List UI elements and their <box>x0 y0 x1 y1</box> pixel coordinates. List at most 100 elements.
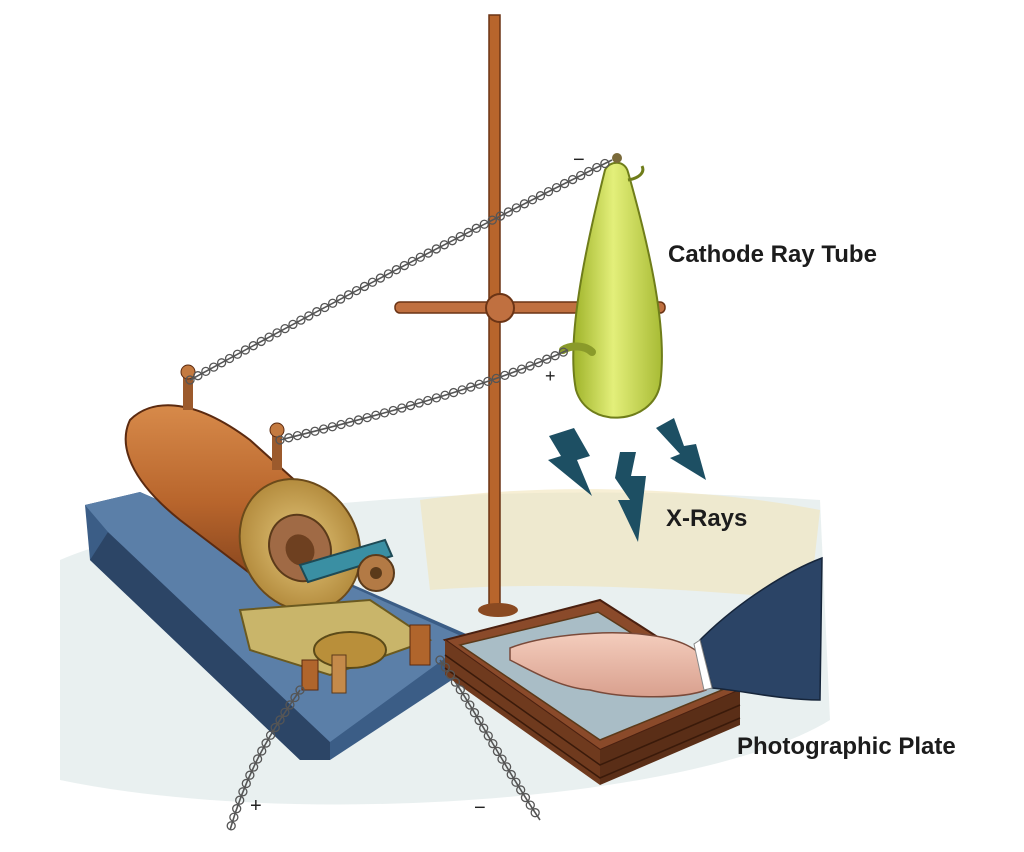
wire-coil-loop <box>371 410 381 420</box>
wire-coil-loop <box>335 294 346 304</box>
wire-coil-loop <box>483 731 493 741</box>
wire-coil-loop <box>550 351 560 361</box>
wire-coil-loop <box>527 195 538 205</box>
wire-coil-loop <box>226 821 236 831</box>
wire-coil-loop <box>229 812 239 822</box>
wire-coil-loop <box>503 207 514 217</box>
wire-coil-loop <box>525 361 535 371</box>
lead-negative-terminal: − <box>474 797 486 819</box>
tube-positive-terminal: + <box>545 366 556 386</box>
tube-negative-terminal: − <box>573 149 585 171</box>
lead-positive-terminal: + <box>250 795 262 817</box>
wire-coil-loop <box>256 336 266 347</box>
wire-coil-loop <box>440 390 450 400</box>
wire-coil-loop <box>457 385 467 395</box>
wire-coil-loop <box>471 223 481 233</box>
wire-coil-loop <box>224 353 235 364</box>
wire-coil-loop <box>431 393 442 403</box>
wire-coil-loop <box>284 433 294 443</box>
wire-coil-loop <box>310 426 320 436</box>
wire-coil-loop <box>275 715 285 725</box>
wire-coil-loop <box>362 412 372 423</box>
wire-coil-loop <box>353 415 364 425</box>
wire-coil-loop <box>275 435 285 445</box>
label-photographic-plate: Photographic Plate <box>737 733 956 760</box>
wire-coil-loop <box>543 186 554 197</box>
wire-coil-loop <box>245 770 255 780</box>
wire-coil-loop <box>519 199 530 209</box>
wire-coil-loop <box>487 215 497 225</box>
wire-coil-loop <box>301 428 311 439</box>
wire-coil-loop <box>383 269 394 279</box>
wire-coil-loop <box>270 722 280 733</box>
wire-coil-loop <box>272 328 282 338</box>
wire-coil-loop <box>241 778 251 789</box>
wire-coil-loop <box>351 285 362 296</box>
wire-coil-loop <box>318 424 329 434</box>
wire-coil-loop <box>439 240 449 250</box>
wire-coil-loop <box>466 382 476 392</box>
wire-coil-loop <box>455 231 465 242</box>
wire-coil-loop <box>558 347 568 357</box>
wire-coil-loop <box>469 708 480 718</box>
wire-coil-loop <box>460 692 470 702</box>
wire-coil-loop <box>445 670 456 680</box>
wire-coil-loop <box>290 692 300 703</box>
wire-coil-loop <box>423 248 433 258</box>
wire-coil-loop <box>530 808 540 818</box>
wire-coil-loop <box>238 787 248 797</box>
wire-coil-loop <box>463 227 473 238</box>
wire-coil-loop <box>327 422 338 432</box>
wire-coil-loop <box>292 430 303 441</box>
wire-coil-loop <box>391 265 402 275</box>
wire-coil-loop <box>388 405 398 416</box>
wire-coil-loop <box>312 307 322 317</box>
wire-coil-loop <box>511 777 521 787</box>
wire-coil-loop <box>261 738 271 748</box>
lightning-bolt-icon <box>548 418 706 542</box>
wire-coil-loop <box>516 785 526 795</box>
wire-coil-loop <box>517 364 527 374</box>
wire-coil-loop <box>201 366 211 377</box>
wire-coil-loop <box>491 373 501 384</box>
wire-coil-loop <box>185 375 195 385</box>
wire-coil-loop <box>320 302 330 313</box>
wire-coil-loop <box>525 800 535 810</box>
wire-coil-loop <box>474 379 484 389</box>
wire-coil-loop <box>328 298 338 308</box>
hand-on-plate <box>509 556 823 701</box>
wire-coil-loop <box>500 370 510 381</box>
wire-coil-loop <box>399 260 410 271</box>
wire-coil-loop <box>440 662 450 672</box>
wire-coil-loop <box>455 685 465 695</box>
wire-coil-loop <box>379 408 390 418</box>
wire-coil-loop <box>576 170 586 181</box>
wire-coil-loop <box>492 746 503 757</box>
wire-coil-loop <box>559 178 570 189</box>
wire-coil-loop <box>397 403 407 413</box>
wire-coil-loop <box>216 358 227 368</box>
interrupter-assembly <box>238 538 433 694</box>
wire-coil-loop <box>296 315 306 325</box>
wire-coil-loop <box>495 211 505 221</box>
wire-coil-loop <box>257 746 267 756</box>
cathode-ray-tube <box>559 153 663 419</box>
wire-coil-loop <box>600 158 610 169</box>
wire-coil-loop <box>535 191 546 201</box>
wire-coil-loop <box>252 754 263 764</box>
wire-coil-loop <box>448 387 459 398</box>
wire-coil-loop <box>508 367 518 377</box>
wire-coil-loop <box>193 371 203 381</box>
wire-coil-loop <box>533 357 544 368</box>
wire-coil-loop <box>511 203 522 213</box>
wire-coil-loop <box>414 398 424 408</box>
wire-coil-loop <box>407 256 417 267</box>
wire-coil-loop <box>209 362 219 372</box>
wire-coil-loop <box>520 792 531 803</box>
wire-coil-loop <box>474 715 484 726</box>
wire-coil-loop <box>304 311 314 321</box>
wire-coil-loop <box>405 400 416 411</box>
wire-coil-loop <box>248 341 258 351</box>
